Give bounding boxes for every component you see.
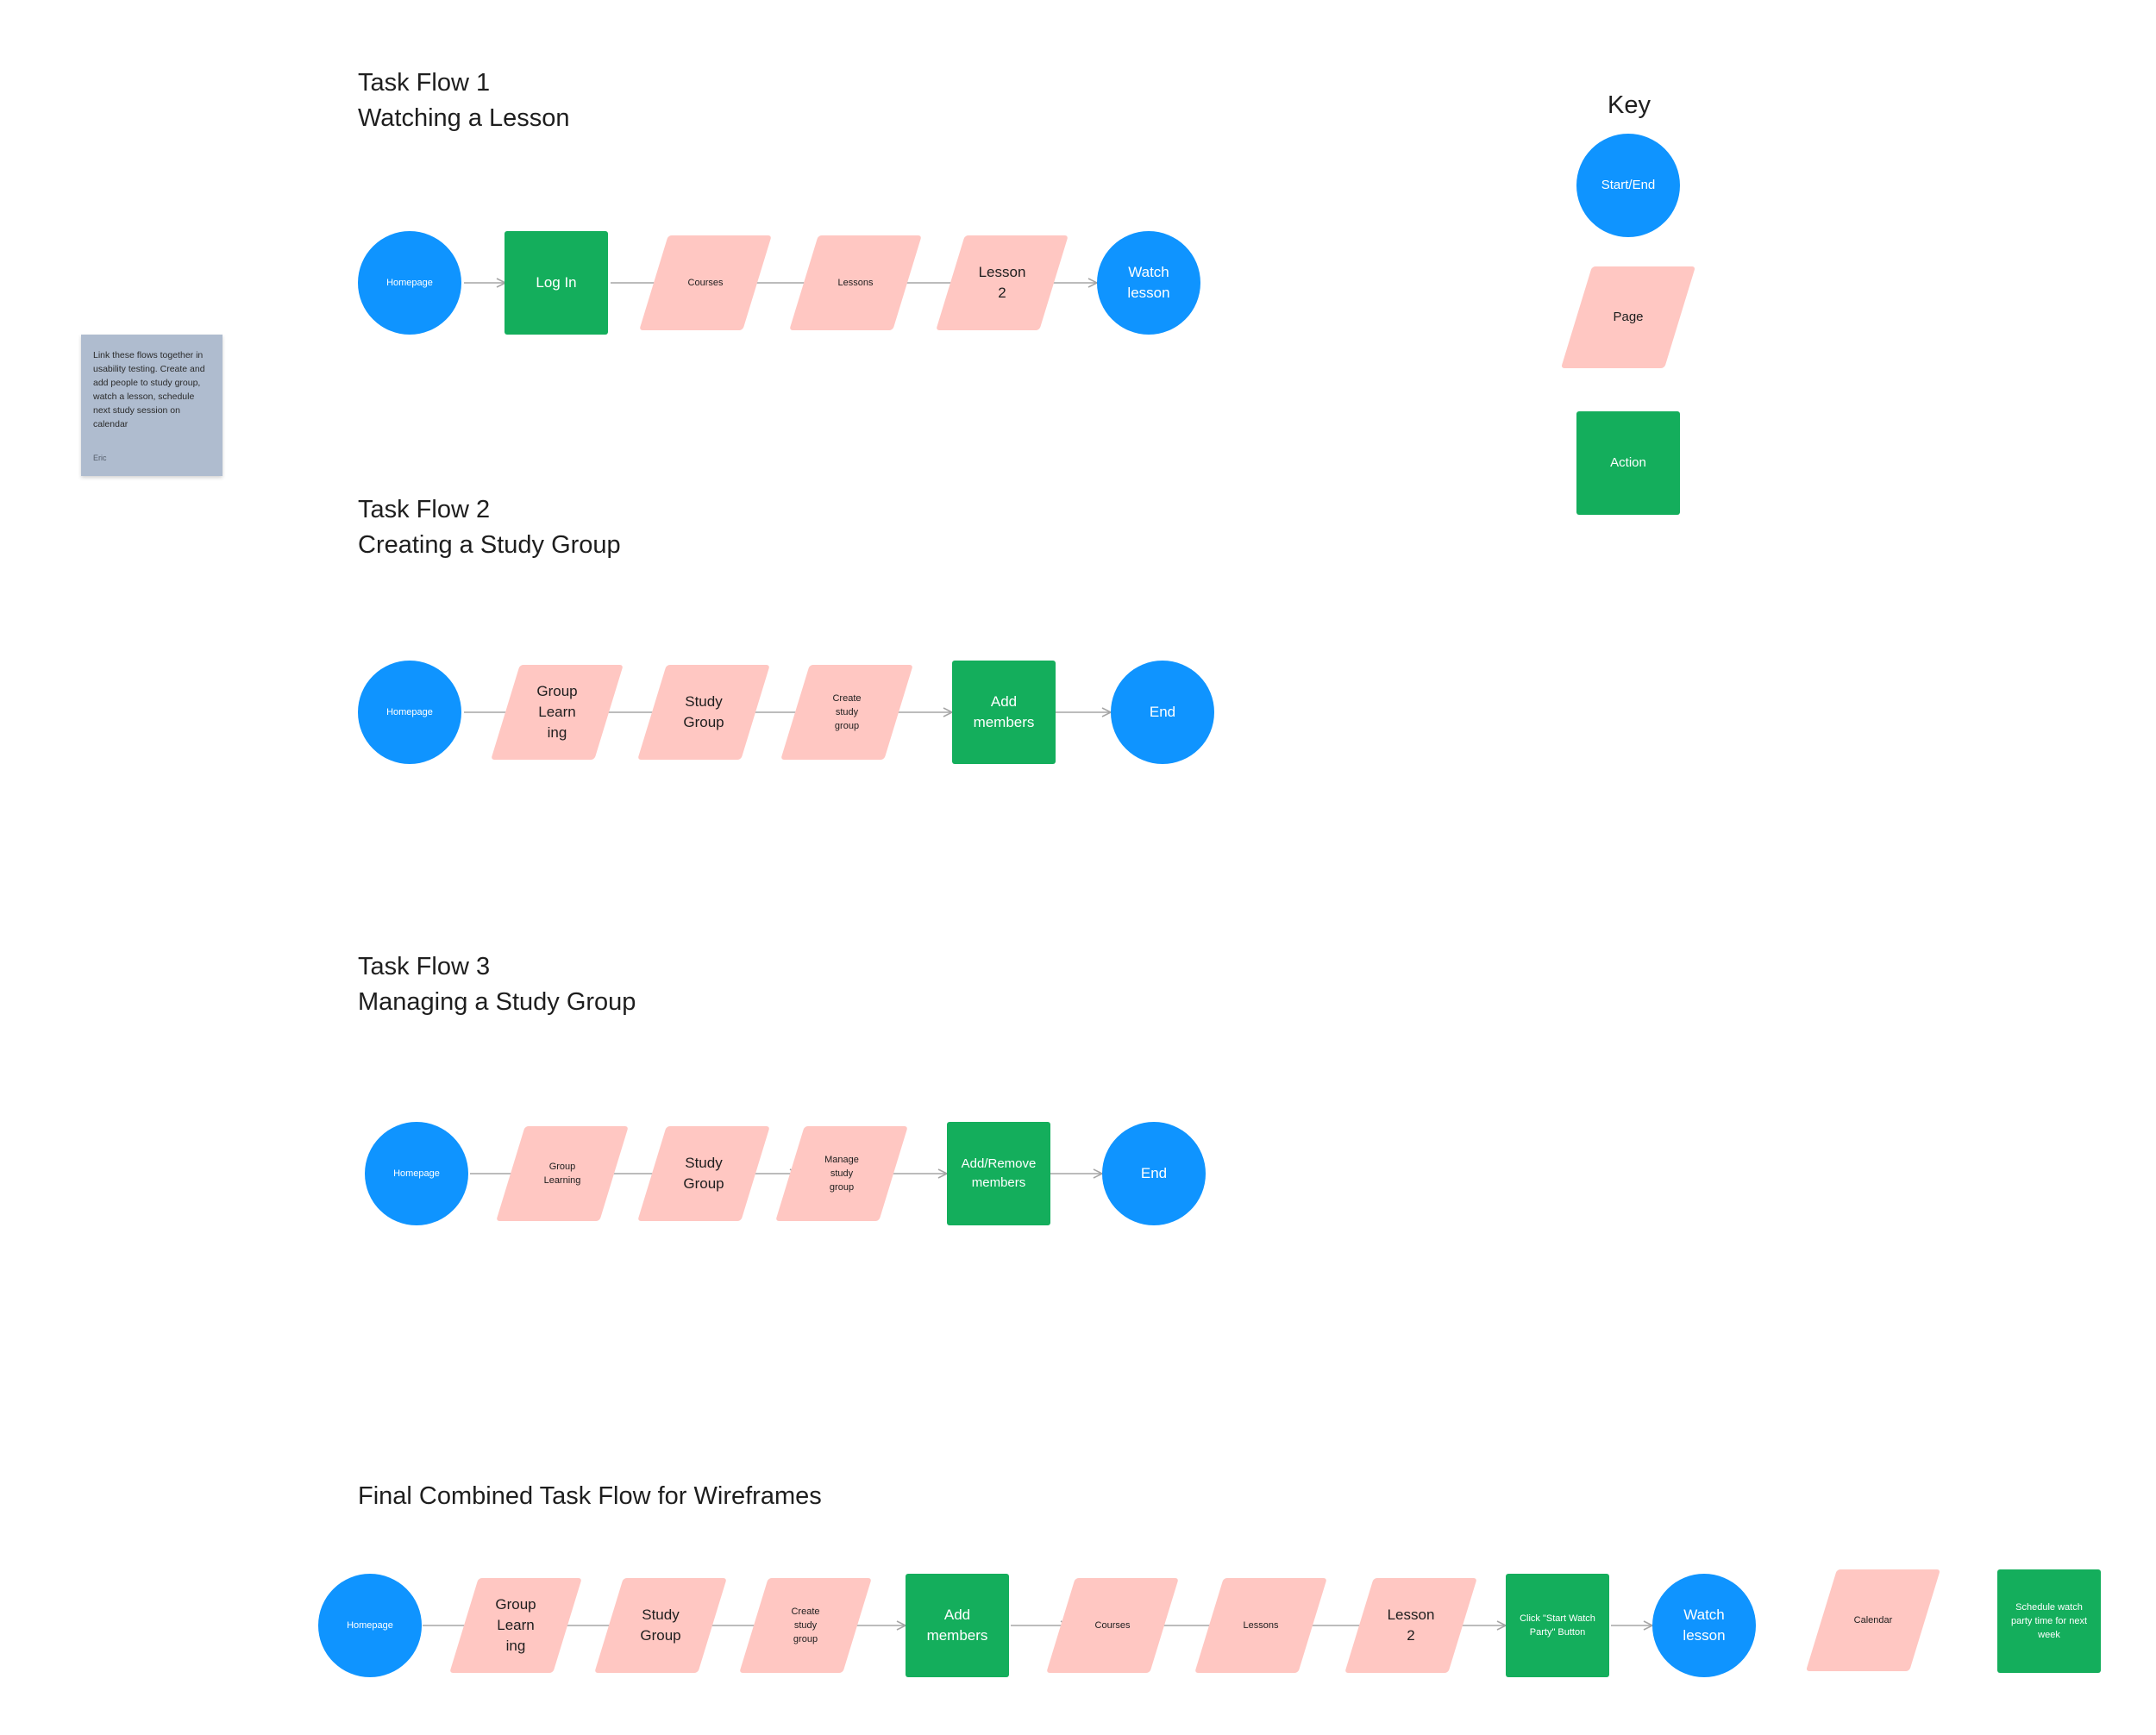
flow2-title-line1: Task Flow 2 xyxy=(358,496,491,523)
flow3-page-node[interactable]: Group Learning xyxy=(511,1126,614,1221)
flow1-node-label: Watch lesson xyxy=(1127,264,1170,301)
final-action-node[interactable]: Click "Start Watch Party" Button xyxy=(1506,1574,1609,1677)
final-page-node[interactable]: Lessons xyxy=(1209,1578,1313,1673)
final-node-label: Group Learn ing xyxy=(495,1596,536,1654)
flow2-node-label: Create study group xyxy=(832,693,862,731)
flow3-node-label: End xyxy=(1140,1165,1168,1181)
key-page: Page xyxy=(1576,266,1680,368)
flow1-node-label: Homepage xyxy=(386,278,433,288)
flow3-node-label: Group Learning xyxy=(543,1162,581,1186)
flow3-action-node[interactable]: Add/Remove members xyxy=(947,1122,1050,1225)
flow3-title: Task Flow 3 Managing a Study Group xyxy=(358,949,636,1020)
key-start-end-label: Start/End xyxy=(1601,178,1656,192)
final-page-node[interactable]: Lesson 2 xyxy=(1359,1578,1463,1673)
flow3-node-label: Homepage xyxy=(393,1168,440,1179)
sticky-note[interactable]: Link these flows together in usability t… xyxy=(81,335,222,476)
final-page-node[interactable]: Study Group xyxy=(609,1578,712,1673)
final-action-node[interactable]: Add members xyxy=(906,1574,1009,1677)
flow3-title-line2: Managing a Study Group xyxy=(358,988,636,1016)
final-start-node[interactable]: Homepage xyxy=(318,1574,422,1677)
flow3-node-label: Add/Remove members xyxy=(961,1156,1037,1190)
flow1-end-node[interactable]: Watch lesson xyxy=(1097,231,1200,335)
flow3-node-label: Study Group xyxy=(683,1155,724,1192)
final-page-node[interactable]: Create study group xyxy=(754,1578,857,1673)
final-node-label: Study Group xyxy=(640,1607,681,1644)
flow1-page-node[interactable]: Lessons xyxy=(804,235,907,330)
final-node-label: Watch lesson xyxy=(1683,1607,1726,1644)
flow2-page-node[interactable]: Create study group xyxy=(795,665,899,760)
flow1-title-line2: Watching a Lesson xyxy=(358,104,570,132)
flow1-action-node[interactable]: Log In xyxy=(505,231,608,335)
flow3-title-line1: Task Flow 3 xyxy=(358,953,491,980)
flow2-node-label: Group Learn ing xyxy=(536,683,578,741)
sticky-note-author: Eric xyxy=(93,454,107,462)
flow1-node-label: Courses xyxy=(687,278,724,288)
final-watch-node[interactable]: Watch lesson xyxy=(1652,1574,1756,1677)
final-node-label: Courses xyxy=(1094,1620,1131,1631)
flow1-node-label: Lesson 2 xyxy=(978,264,1026,301)
flow2-node-label: Study Group xyxy=(683,693,724,730)
flow3-page-node[interactable]: Manage study group xyxy=(790,1126,893,1221)
flow1-node-label: Lessons xyxy=(837,278,874,288)
sticky-note-text: Link these flows together in usability t… xyxy=(93,350,205,429)
final-node-label: Create study group xyxy=(791,1607,820,1644)
flow2-title-line2: Creating a Study Group xyxy=(358,531,621,559)
final-node-label: Lessons xyxy=(1243,1620,1279,1631)
flow1-title: Task Flow 1 Watching a Lesson xyxy=(358,66,570,136)
final-flow-title: Final Combined Task Flow for Wireframes xyxy=(358,1482,822,1510)
flow2-page-node[interactable]: Study Group xyxy=(652,665,755,760)
key-action-label: Action xyxy=(1610,455,1646,470)
flow2-action-node[interactable]: Add members xyxy=(952,661,1056,764)
flow1-page-node[interactable]: Courses xyxy=(654,235,757,330)
final-node-label: Lesson 2 xyxy=(1387,1607,1435,1644)
key-title: Key xyxy=(1608,91,1651,119)
flow3-page-node[interactable]: Study Group xyxy=(652,1126,755,1221)
final-page-node[interactable]: Group Learn ing xyxy=(464,1578,567,1673)
final-node-label: Add members xyxy=(926,1607,988,1644)
final-node-label: Click "Start Watch Party" Button xyxy=(1520,1613,1595,1638)
final-page-node[interactable]: Calendar xyxy=(1821,1569,1925,1671)
flow2-node-label: End xyxy=(1149,704,1176,720)
flow2-start-node[interactable]: Homepage xyxy=(358,661,461,764)
flow1-start-node[interactable]: Homepage xyxy=(358,231,461,335)
flow2-title: Task Flow 2 Creating a Study Group xyxy=(358,492,621,563)
final-node-label: Homepage xyxy=(347,1620,393,1631)
flow3-start-node[interactable]: Homepage xyxy=(365,1122,468,1225)
flow2-end-node[interactable]: End xyxy=(1111,661,1214,764)
final-action-node[interactable]: Schedule watch party time for next week xyxy=(1997,1569,2101,1673)
final-page-node[interactable]: Courses xyxy=(1061,1578,1164,1673)
flow3-end-node[interactable]: End xyxy=(1102,1122,1206,1225)
key-action: Action xyxy=(1576,411,1680,515)
flow2-node-label: Homepage xyxy=(386,707,433,717)
flow1-title-line1: Task Flow 1 xyxy=(358,69,491,97)
flow2-node-label: Add members xyxy=(973,693,1035,730)
final-node-label: Calendar xyxy=(1853,1615,1893,1625)
final-node-label: Schedule watch party time for next week xyxy=(2010,1602,2088,1640)
key-start-end: Start/End xyxy=(1576,134,1680,237)
key-page-label: Page xyxy=(1613,310,1644,324)
flow3-node-label: Manage study group xyxy=(824,1155,859,1193)
flow1-page-node[interactable]: Lesson 2 xyxy=(950,235,1054,330)
flow1-node-label: Log In xyxy=(536,274,577,291)
flow2-page-node[interactable]: Group Learn ing xyxy=(505,665,609,760)
